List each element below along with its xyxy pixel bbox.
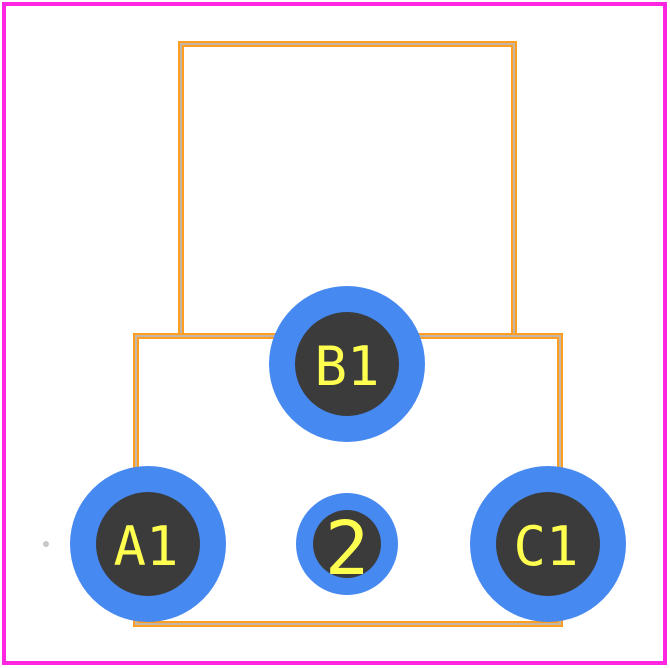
pad-c1[interactable]: C1 xyxy=(470,466,626,622)
pad-c1-hole xyxy=(496,492,600,596)
outline-lower-box xyxy=(133,333,563,627)
pad-2[interactable]: 2 xyxy=(296,493,398,595)
pad-a1[interactable]: A1 xyxy=(70,466,226,622)
pad-b1[interactable]: B1 xyxy=(269,286,425,442)
outline-upper-box xyxy=(178,41,517,336)
pad-c1-label: C1 xyxy=(513,515,578,578)
pad-2-label: 2 xyxy=(325,506,370,592)
pad-a1-label: A1 xyxy=(113,515,178,578)
origin-dot xyxy=(43,541,49,547)
pad-b1-hole xyxy=(295,312,399,416)
pad-b1-label: B1 xyxy=(314,335,379,398)
pad-a1-hole xyxy=(96,492,200,596)
pad-2-hole xyxy=(313,510,381,578)
